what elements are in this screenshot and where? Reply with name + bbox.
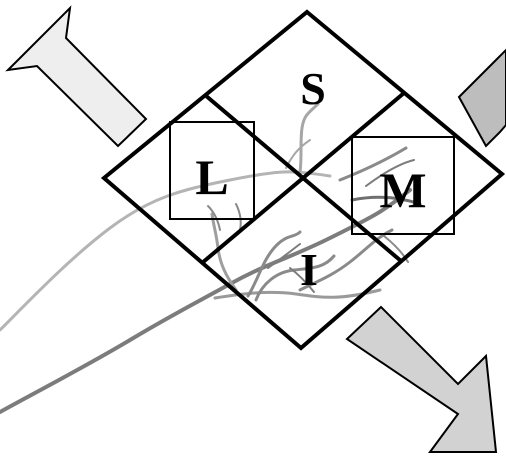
root-branch-11 [350,195,422,206]
root-system [0,102,422,414]
arrow-down-right-icon [345,305,498,453]
label-box-right [351,136,455,235]
diamond-divider-b [200,91,406,265]
root-branch-13 [383,235,409,263]
root-branch-14 [207,205,221,231]
root-branch-7 [289,267,315,293]
label-box-left [169,121,255,220]
root-branch-6 [267,243,301,269]
arrow-up-right-icon [457,48,506,148]
quadrant-label-right: M [379,162,426,218]
quadrant-label-left: L [195,149,228,205]
quadrant-label-top: S [300,63,326,114]
root-branch-10 [338,146,408,182]
root-branch-15 [235,203,242,231]
root-branch-2 [246,230,302,298]
arrow-up-left-icon [5,5,148,148]
root-branch-12 [365,159,415,187]
root-branch-8 [298,102,320,174]
root-main-upper [0,170,332,332]
root-branch-5 [298,228,394,292]
quadrant-label-bottom: I [300,244,318,295]
